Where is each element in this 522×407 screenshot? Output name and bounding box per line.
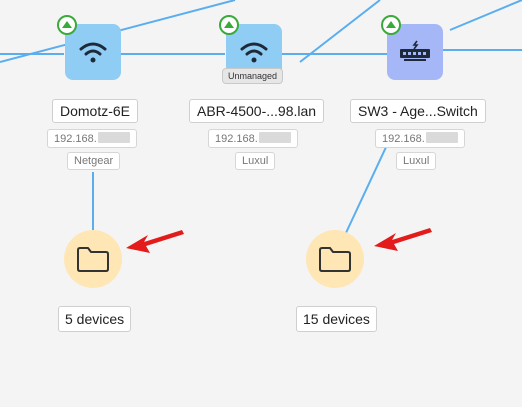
wifi-icon [240,42,268,63]
device-ip-label: 192.168. [208,129,298,148]
device-vendor-label: Luxul [396,152,437,170]
status-up-icon [57,15,77,35]
device-name-label[interactable]: SW3 - Age...Switch [350,99,486,123]
device-vendor-label: Netgear [67,152,121,170]
redacted-ip [97,132,130,143]
device-group-folder[interactable] [64,230,122,288]
status-up-icon [219,15,239,35]
unmanaged-badge: Unmanaged [222,68,284,84]
folder-icon [319,247,351,272]
annotation-arrow-icon [126,230,184,253]
device-group-folder[interactable] [306,230,364,288]
wifi-icon [79,42,107,63]
device-to-group-line [344,144,388,236]
group-device-count[interactable]: 15 devices [296,306,377,332]
status-up-icon [381,15,401,35]
group-device-count[interactable]: 5 devices [58,306,132,332]
switch-icon [400,40,430,61]
uplink-line [449,0,522,31]
uplink-line [299,0,381,63]
device-ip-label: 192.168. [375,129,465,148]
annotation-arrow-icon [374,228,432,251]
redacted-ip [425,132,458,143]
device-name-label[interactable]: ABR-4500-...98.lan [189,99,325,123]
device-node-sw3[interactable] [387,24,443,80]
device-node-domotz[interactable] [65,24,121,80]
device-ip-label: 192.168. [47,129,137,148]
device-vendor-label: Luxul [235,152,276,170]
folder-icon [77,247,109,272]
device-name-label[interactable]: Domotz-6E [52,99,139,123]
redacted-ip [258,132,291,143]
